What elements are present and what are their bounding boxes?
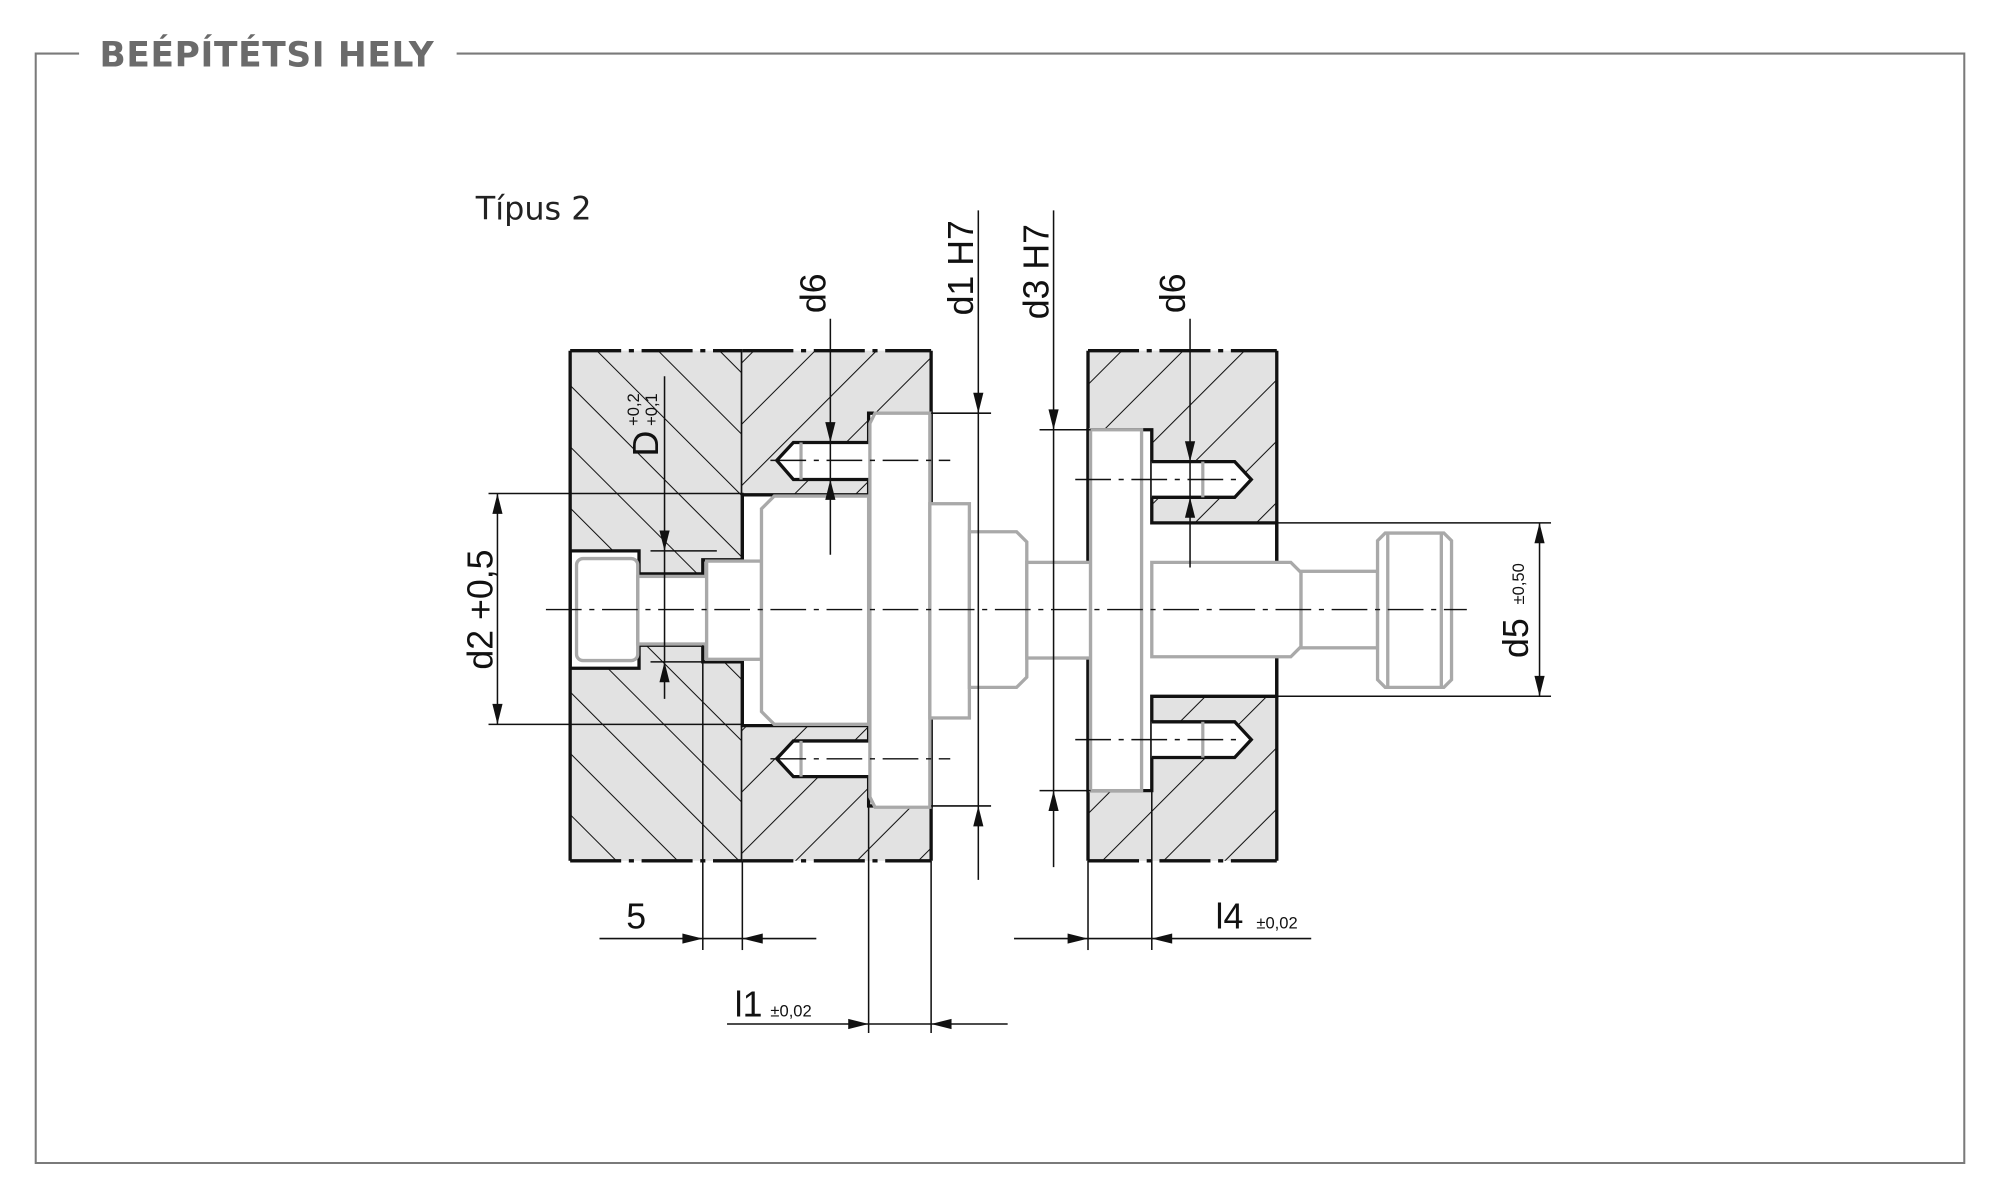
dim-d2-label: d2 +0,5 — [460, 550, 500, 670]
arrowhead-icon — [659, 530, 670, 551]
arrowhead-icon — [1048, 790, 1059, 812]
dim-D-upper-tolerance: +0,2 — [624, 393, 643, 426]
dim-d6-left-label: d6 — [793, 273, 833, 313]
type-label: Típus 2 — [475, 189, 592, 227]
dim-d1-label: d1 H7 — [941, 220, 981, 315]
center-lines — [545, 459, 1467, 760]
arrowhead-icon — [682, 933, 703, 944]
dim-d5-tolerance: ±0,50 — [1509, 563, 1528, 604]
arrowhead-icon — [1184, 441, 1196, 462]
arrowhead-icon — [1151, 933, 1173, 944]
section-title: BEÉPÍTÉTSI HELY — [99, 34, 434, 75]
dimension-lines — [488, 210, 1552, 1033]
arrowhead-icon — [1534, 675, 1545, 697]
dim-D-lower-tolerance: +0,1 — [642, 393, 661, 426]
dim-l4-tolerance: ±0,02 — [1256, 913, 1297, 932]
arrowhead-icon — [825, 422, 836, 443]
arrowhead-icon — [1067, 933, 1089, 944]
dimension-arrows — [492, 392, 1545, 1030]
arrowhead-icon — [931, 1018, 952, 1030]
arrowhead-icon — [1184, 497, 1196, 518]
arrowhead-icon — [973, 392, 984, 414]
arrowhead-icon — [492, 703, 503, 725]
arrowhead-icon — [973, 805, 984, 827]
dim-l1-label: l1 — [735, 984, 763, 1024]
arrowhead-icon — [1048, 409, 1059, 430]
section-frame — [34, 52, 1966, 1165]
arrowhead-icon — [742, 933, 763, 944]
dim-5-label: 5 — [626, 896, 646, 936]
arrowhead-icon — [1534, 522, 1545, 544]
dim-d3-label: d3 H7 — [1016, 224, 1056, 319]
dim-d6-right-label: d6 — [1153, 273, 1193, 313]
arrowhead-icon — [848, 1018, 869, 1030]
arrowhead-icon — [659, 661, 670, 683]
dim-d5-label: d5 — [1496, 618, 1536, 658]
dim-l1-tolerance: ±0,02 — [770, 1001, 811, 1020]
arrowhead-icon — [825, 479, 836, 500]
dim-D-label: D — [626, 431, 666, 457]
dim-l4-label: l4 — [1216, 896, 1244, 936]
arrowhead-icon — [492, 493, 503, 514]
